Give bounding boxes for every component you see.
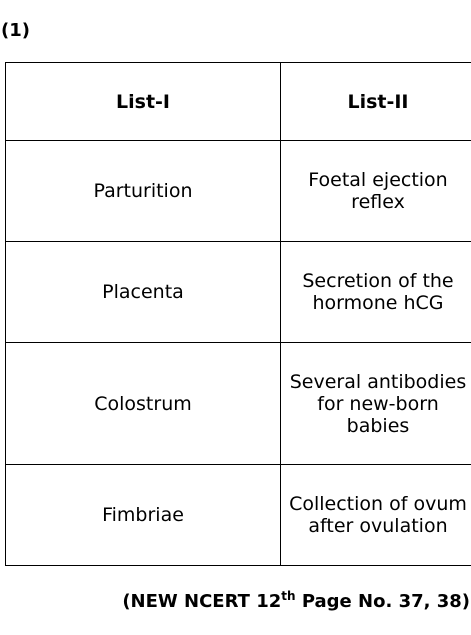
list-2-cell: Foetal ejection reflex (280, 140, 471, 242)
reference-prefix: (NEW NCERT 12 (122, 591, 282, 612)
reference-superscript: th (281, 589, 296, 603)
list-1-cell: Parturition (5, 140, 281, 242)
list-1-cell: Placenta (5, 241, 281, 343)
table-row: Colostrum Several antibodies for new-bor… (5, 342, 471, 465)
table-row: Placenta Secretion of the hormone hCG (5, 241, 471, 343)
match-table: List-I List-II Parturition Foetal ejecti… (5, 62, 471, 566)
list-2-cell: Collection of ovum after ovulation (280, 464, 471, 566)
list-1-cell: Fimbriae (5, 464, 281, 566)
list-2-cell: Several antibodies for new-born babies (280, 342, 471, 465)
source-reference: (NEW NCERT 12th Page No. 37, 38) (122, 590, 470, 614)
header-list-1: List-I (5, 62, 281, 141)
reference-suffix: Page No. 37, 38) (295, 591, 470, 612)
list-2-cell: Secretion of the hormone hCG (280, 241, 471, 343)
table-row: Parturition Foetal ejection reflex (5, 140, 471, 242)
list-1-cell: Colostrum (5, 342, 281, 465)
question-number: (1) (1, 20, 30, 41)
header-list-2: List-II (280, 62, 471, 141)
table-row: Fimbriae Collection of ovum after ovulat… (5, 464, 471, 566)
table-header-row: List-I List-II (5, 62, 471, 141)
